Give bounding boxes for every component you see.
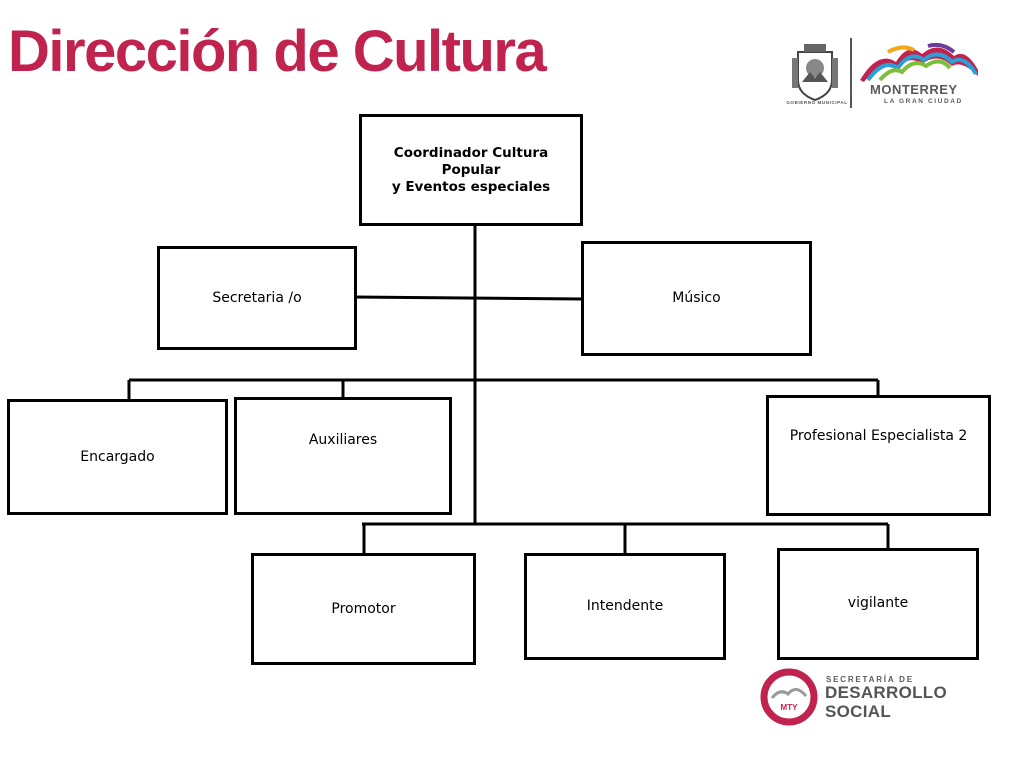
secretaria-small-text: SECRETARÍA DE (826, 675, 914, 684)
logo-divider (850, 38, 852, 108)
coordinator-box: Coordinador Cultura Popular y Eventos es… (359, 114, 583, 226)
secretaria-line2: SOCIAL (825, 702, 892, 721)
promotor-label: Promotor (331, 600, 396, 617)
seal-caption: GOBIERNO MUNICIPAL (786, 100, 848, 105)
secretaria-label: Secretaria /o (212, 289, 302, 306)
encargado-box: Encargado (7, 399, 228, 515)
monterrey-mountain-logo-icon (860, 42, 978, 82)
mty-ring-icon: MTY (760, 668, 818, 726)
coordinator-label: Coordinador Cultura Popular y Eventos es… (391, 144, 551, 195)
vigilante-box: vigilante (777, 548, 979, 660)
secretaria-box: Secretaria /o (157, 246, 357, 350)
header-logos: GOBIERNO MUNICIPAL MONTERREY LA GRAN CIU… (786, 38, 990, 110)
profesional-box: Profesional Especialista 2 (766, 395, 991, 516)
secretaria-desarrollo-logo: MTY SECRETARÍA DE DESARROLLO SOCIAL (760, 668, 960, 730)
city-tagline: LA GRAN CIUDAD (884, 98, 963, 105)
promotor-box: Promotor (251, 553, 476, 665)
vigilante-label: vigilante (847, 594, 909, 611)
auxiliares-box: Auxiliares (234, 397, 452, 515)
intendente-label: Intendente (586, 598, 664, 614)
municipal-seal-icon (792, 44, 838, 102)
intendente-box: Intendente (524, 553, 726, 660)
encargado-label: Encargado (80, 448, 155, 465)
page-title: Dirección de Cultura (8, 19, 547, 84)
profesional-label: Profesional Especialista 2 (789, 428, 968, 444)
musico-label: Músico (672, 290, 721, 306)
city-name: MONTERREY (870, 82, 958, 97)
musico-box: Músico (581, 241, 812, 356)
secretaria-line1: DESARROLLO (825, 683, 947, 702)
mty-badge-text: MTY (781, 703, 799, 712)
auxiliares-label: Auxiliares (308, 431, 378, 448)
